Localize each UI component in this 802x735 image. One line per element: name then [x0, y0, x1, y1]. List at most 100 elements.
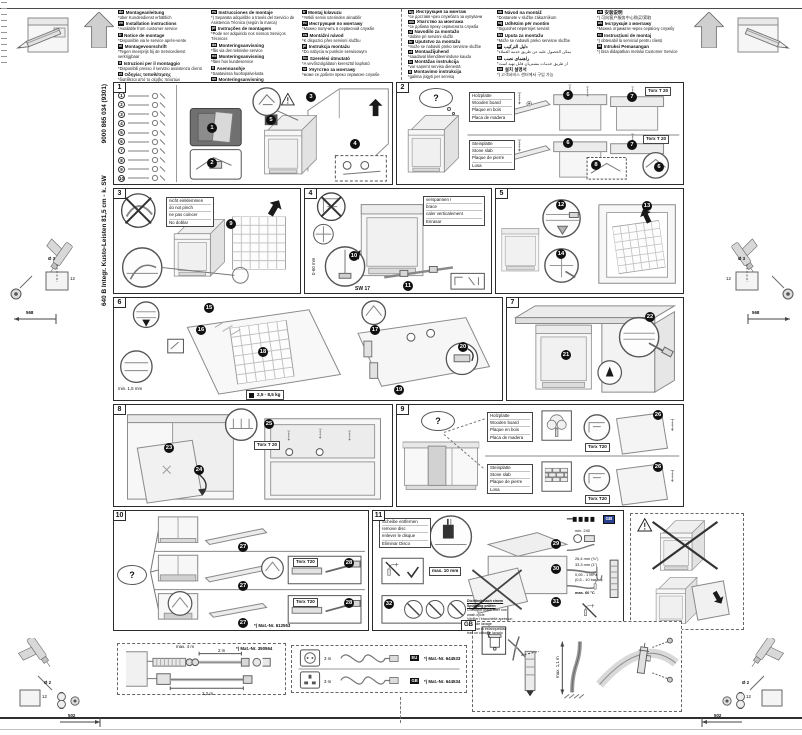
label-line: Wooden board [472, 99, 512, 106]
language-code-badge: id [597, 44, 603, 49]
part-icon [128, 111, 166, 118]
label-line: Losa [472, 161, 512, 169]
hose-extension-box: max. 4 m *) Mat.-Nr. 350564 2 m 2,2 m [117, 643, 286, 696]
label-line: Plaque en bois [490, 426, 530, 433]
panel-number: 8 [113, 404, 126, 415]
language-title: Montaj kılavuzu [308, 10, 342, 15]
language-title: Monteringsanvisning [218, 54, 265, 60]
step-badge: 16 [196, 325, 206, 335]
parts-row: 3 [118, 105, 167, 118]
language-title: Návod na montáž [504, 10, 542, 15]
language-code-badge: da [211, 42, 218, 48]
panel-10: 10 ? 27 28 27 28 27 [113, 510, 369, 631]
drill-template-bottom-right: Ø 2 12 502 [694, 638, 798, 730]
language-title: Instrukcja montażu [308, 44, 350, 50]
label-line: nicht einklemmen [169, 198, 204, 203]
header-divider [401, 9, 402, 80]
language-code-badge: fa [497, 55, 503, 60]
language-title: 설치 설명서 [504, 66, 527, 72]
label-line: No doblar [169, 218, 211, 226]
language-note: *може се добити преко сервисне службе [302, 71, 380, 77]
language-code-badge: en [118, 21, 125, 26]
label-line: Steinplatte [490, 465, 511, 470]
question-bubble: ? [117, 565, 147, 585]
step-badge: 9 [226, 219, 236, 229]
language-title: Instrucciones de montaje [218, 10, 273, 15]
torx-label: Torx T20 [585, 443, 610, 452]
language-title: Instrucțiuni de montaj [604, 32, 652, 38]
bottom-rule [0, 717, 802, 719]
language-title: Intruksi Pemasangan [603, 44, 649, 50]
torx-label: Torx T20 [293, 558, 318, 567]
language-title: Інструкція з монтажу [604, 21, 652, 27]
step-badge: 1 [207, 123, 217, 133]
language-title: Monteringsanvisning [218, 76, 264, 82]
language-code-badge: sr [302, 66, 308, 72]
marking-template-sketch-right [692, 12, 796, 60]
language-note: *Saatavissa huoltopalvelusta [211, 70, 264, 76]
language-code-badge: nl [118, 44, 124, 49]
language-code-badge: cs [302, 32, 308, 38]
language-note: *galima įsigyti per servisą [408, 73, 455, 79]
label-line: Stone slab [490, 471, 530, 478]
language-title: Instruções de montagem [217, 26, 272, 32]
language-code-badge: fi [211, 65, 216, 70]
pressure-spec-1: 0,05 - 1 MPa [575, 572, 598, 577]
panel-number: 10 [113, 510, 126, 521]
language-note: *Disponibili presso il servizio assisten… [118, 65, 202, 71]
language-note: *über Kundendienst erhältlich [118, 15, 172, 20]
cord-length-2: 3 m [324, 679, 332, 684]
part-icon [128, 175, 166, 182]
step-badge: 11 [403, 281, 413, 291]
language-title: Montaažijuhend [414, 48, 449, 54]
language-title: Инструкция по монтажу [309, 21, 363, 27]
label-line: remove disc [382, 525, 428, 532]
panel-9-drawing [402, 405, 683, 506]
top-rule [0, 8, 802, 9]
step-badge: 26 [653, 410, 663, 420]
drill-dia-label: Ø 3 [738, 256, 746, 261]
label-line: Enrasar [426, 217, 482, 225]
language-code-badge: et [408, 49, 414, 55]
language-note: *از طریق خدمات مشتریان قابل تهیه است [497, 60, 568, 66]
power-cord-box: 3 m EU *) Mat.-Nr. 644533 3 m GB *) Mat.… [291, 645, 467, 693]
language-title: Montāžas instrukcija [414, 58, 459, 64]
panel-5: 5 12 13 14 [495, 188, 684, 294]
language-title: Инструкция за монтаж [415, 9, 466, 14]
part-icon [128, 92, 166, 99]
drill-dia-label: Ø 2 [44, 680, 52, 685]
panel-number: 7 [506, 297, 519, 308]
torx-label: Torx T20 [585, 495, 610, 504]
language-code-badge: ar [497, 44, 503, 49]
leak-line: Dichtheit nach einem Spülgang prüfen [467, 599, 504, 608]
up-arrow-icon [694, 12, 724, 48]
language-title: Упатство за монтажа [416, 18, 464, 24]
language-title: دليل التركيب [503, 44, 528, 50]
doc-number: 9000 865 034 (9301) [101, 84, 108, 144]
language-code-badge: it [118, 60, 123, 65]
torx-label: Torx T20 [293, 598, 318, 607]
step-badge: 10 [349, 251, 359, 261]
step-badge: 6 [654, 162, 664, 172]
parts-row: 9 [118, 161, 167, 173]
gb-drawing [473, 622, 681, 711]
parts-row: 5 [118, 124, 167, 137]
label-line: brace [426, 203, 482, 210]
part-icon [128, 138, 166, 145]
language-title: Montavimo instrukcija [413, 68, 462, 74]
drill-drawing [14, 638, 108, 730]
region-badge-2: GB [410, 678, 420, 684]
